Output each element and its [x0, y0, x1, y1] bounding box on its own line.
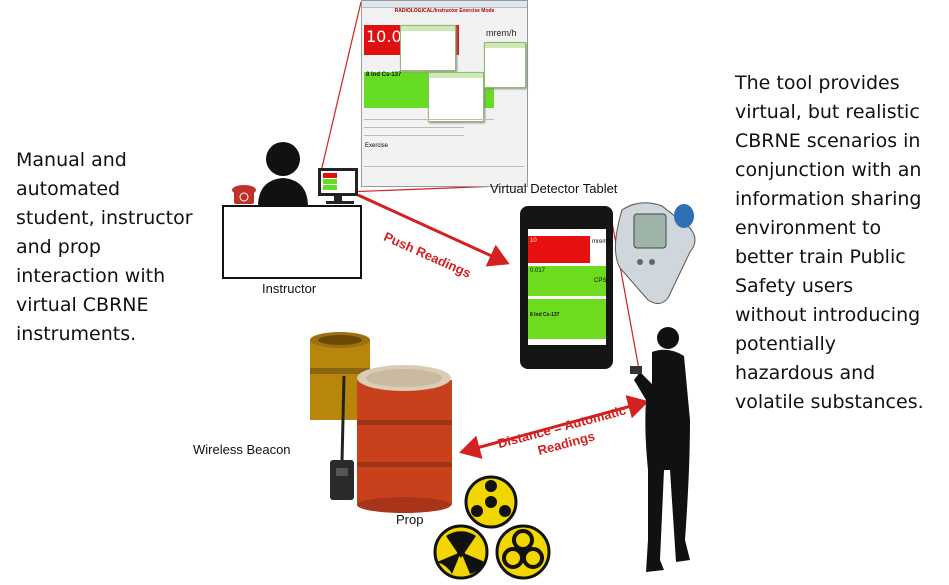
right-line: CBRNE scenarios in: [735, 130, 921, 152]
beacon-label: Wireless Beacon: [193, 442, 291, 457]
virtual-detector-tablet: 10 mrem/h 0.017 CPS 8 Ind Cs-137: [520, 206, 613, 369]
window-titlebar: [362, 1, 527, 8]
tablet-nuclide: 8 Ind Cs-137: [530, 312, 560, 318]
left-line: virtual CBRNE: [16, 294, 149, 316]
left-line: and prop: [16, 236, 101, 258]
user-figure: [630, 327, 690, 572]
left-line: automated: [16, 178, 121, 200]
left-description: Manual and automated student, instructor…: [16, 146, 216, 349]
instructor-app-screenshot: RADIOLOGICAL/Instructor Exercise Mode 10…: [361, 0, 528, 187]
telephone-icon: [232, 185, 256, 204]
nuclide-reading: 8 Ind Cs-137: [366, 72, 402, 78]
tablet-dose-pane: [528, 236, 590, 263]
right-line: information sharing: [735, 188, 922, 210]
dialog-window: [484, 42, 526, 88]
tablet-nuclide-pane: [528, 299, 606, 339]
tablet-cps-value: 0.017: [530, 268, 546, 274]
prop-label: Prop: [396, 512, 424, 527]
right-line: conjunction with an: [735, 159, 922, 181]
dialog-window: [428, 72, 484, 122]
tablet-cps-pane: [528, 266, 606, 296]
instructor-figure: [258, 142, 308, 207]
right-line: volatile substances.: [735, 391, 924, 413]
right-line: without introducing: [735, 304, 921, 326]
tablet-dose-value: 10: [530, 238, 537, 244]
left-line: instruments.: [16, 323, 137, 345]
wireless-beacon-icon: [330, 375, 354, 500]
right-line: potentially: [735, 333, 837, 355]
app-title: RADIOLOGICAL/Instructor Exercise Mode: [394, 8, 495, 14]
tablet-cps-label: CPS: [594, 278, 607, 284]
dose-unit: mrem/h: [486, 28, 517, 38]
tablet-dose-unit: mrem/h: [592, 239, 613, 245]
push-readings-arrow: [357, 193, 510, 267]
prop-barrel: [357, 365, 452, 513]
monitor-icon: [318, 168, 358, 204]
exercise-label: Exercise: [365, 143, 389, 149]
instructor-label: Instructor: [262, 281, 317, 296]
right-description: The tool provides virtual, but realistic…: [735, 69, 945, 417]
tablet-screen: 10 mrem/h 0.017 CPS 8 Ind Cs-137: [528, 229, 612, 345]
chemical-hazard-icon: [464, 475, 518, 529]
right-line: The tool provides: [735, 72, 900, 94]
left-line: Manual and: [16, 149, 127, 171]
left-line: interaction with: [16, 265, 166, 287]
handheld-detector-icon: [615, 202, 696, 304]
right-line: environment to: [735, 217, 882, 239]
right-line: better train Public: [735, 246, 906, 268]
instructor-desk: [222, 205, 362, 279]
right-line: hazardous and: [735, 362, 876, 384]
right-line: virtual, but realistic: [735, 101, 920, 123]
left-line: student, instructor: [16, 207, 193, 229]
dialog-window: [400, 25, 456, 71]
tablet-label: Virtual Detector Tablet: [490, 181, 618, 196]
biohazard-icon: [495, 524, 551, 580]
distance-arrow: [459, 395, 649, 459]
radiation-hazard-icon: [433, 524, 489, 580]
right-line: Safety users: [735, 275, 854, 297]
